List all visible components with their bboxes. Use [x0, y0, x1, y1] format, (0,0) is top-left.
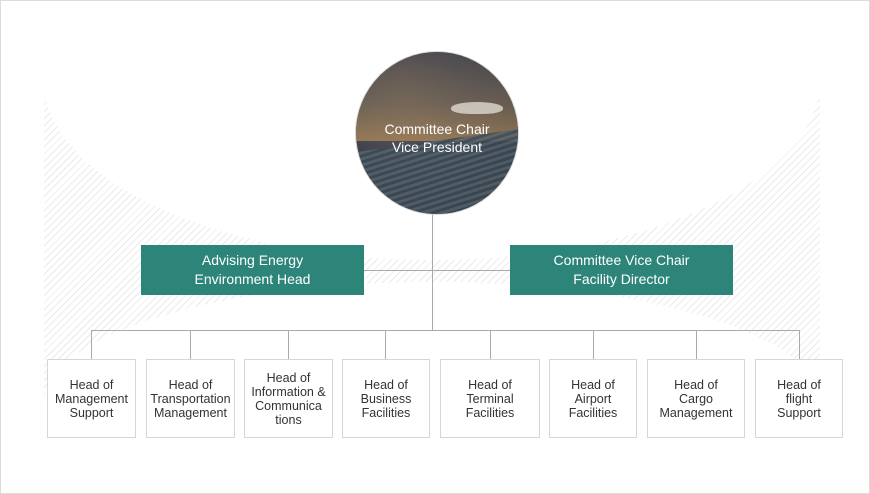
head-node-management-support: Head of Management Support — [47, 359, 136, 438]
head-label: Head of Business Facilities — [360, 377, 412, 420]
connector-side-branch — [364, 270, 510, 271]
connector-trunk — [432, 214, 433, 330]
connector-drop-8 — [799, 330, 800, 359]
connector-drop-6 — [593, 330, 594, 359]
connector-drop-2 — [190, 330, 191, 359]
connector-drop-4 — [385, 330, 386, 359]
vice-chair-node: Committee Vice Chair Facility Director — [510, 245, 733, 295]
connector-bottom-bus — [91, 330, 800, 331]
vice-chair-label: Committee Vice Chair Facility Director — [553, 252, 690, 287]
head-label: Head of Terminal Facilities — [465, 377, 515, 420]
head-label: Head of Information & Communica tions — [251, 370, 326, 427]
head-label: Head of Airport Facilities — [568, 377, 618, 420]
head-node-information-communications: Head of Information & Communica tions — [244, 359, 333, 438]
head-node-business-facilities: Head of Business Facilities — [342, 359, 430, 438]
connector-drop-1 — [91, 330, 92, 359]
connector-drop-3 — [288, 330, 289, 359]
connector-drop-5 — [490, 330, 491, 359]
chair-photo-sky — [356, 52, 518, 142]
advisor-label: Advising Energy Environment Head — [194, 252, 311, 287]
committee-chair-node: Committee Chair Vice President — [356, 52, 518, 214]
head-node-flight-support: Head of flight Support — [755, 359, 843, 438]
committee-chair-label: Committee Chair Vice President — [384, 121, 490, 155]
head-label: Head of flight Support — [777, 377, 821, 420]
head-node-terminal-facilities: Head of Terminal Facilities — [440, 359, 540, 438]
head-node-airport-facilities: Head of Airport Facilities — [549, 359, 637, 438]
advisor-node: Advising Energy Environment Head — [141, 245, 364, 295]
head-node-transportation-management: Head of Transportation Management — [146, 359, 235, 438]
head-label: Head of Transportation Management — [150, 377, 231, 420]
head-label: Head of Management Support — [55, 377, 128, 420]
chair-photo-tower — [451, 102, 503, 114]
head-node-cargo-management: Head of Cargo Management — [647, 359, 745, 438]
head-label: Head of Cargo Management — [659, 377, 733, 420]
connector-drop-7 — [696, 330, 697, 359]
